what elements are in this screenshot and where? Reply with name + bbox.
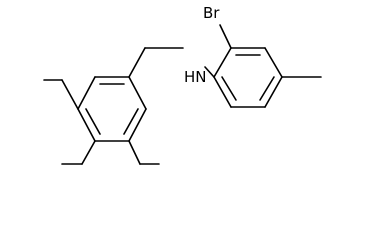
bond bbox=[213, 47, 232, 78]
double-bond-inner bbox=[221, 76, 237, 101]
bond bbox=[128, 76, 147, 110]
methoxy-groups bbox=[43, 79, 160, 165]
bond bbox=[128, 140, 141, 165]
methylene-linker bbox=[128, 47, 215, 78]
double-bond-inner bbox=[259, 76, 275, 101]
amine-atom-label: HN bbox=[184, 68, 207, 86]
bond bbox=[219, 24, 232, 49]
bond bbox=[213, 76, 232, 108]
right-ring-substituents bbox=[219, 24, 322, 78]
bond bbox=[61, 79, 79, 110]
bond bbox=[264, 76, 283, 108]
bond bbox=[128, 108, 147, 142]
double-bond-inner bbox=[85, 108, 101, 135]
chemical-structure-diagram: Br HN bbox=[43, 4, 322, 165]
bond bbox=[81, 140, 96, 165]
bond bbox=[204, 66, 215, 78]
bromine-atom-label: Br bbox=[203, 4, 220, 22]
bond bbox=[128, 47, 146, 78]
bond bbox=[264, 47, 283, 78]
bond bbox=[77, 108, 96, 142]
double-bond-inner bbox=[123, 108, 139, 135]
right-benzene-ring bbox=[213, 47, 283, 108]
bond bbox=[77, 76, 96, 110]
left-benzene-ring bbox=[77, 76, 147, 142]
